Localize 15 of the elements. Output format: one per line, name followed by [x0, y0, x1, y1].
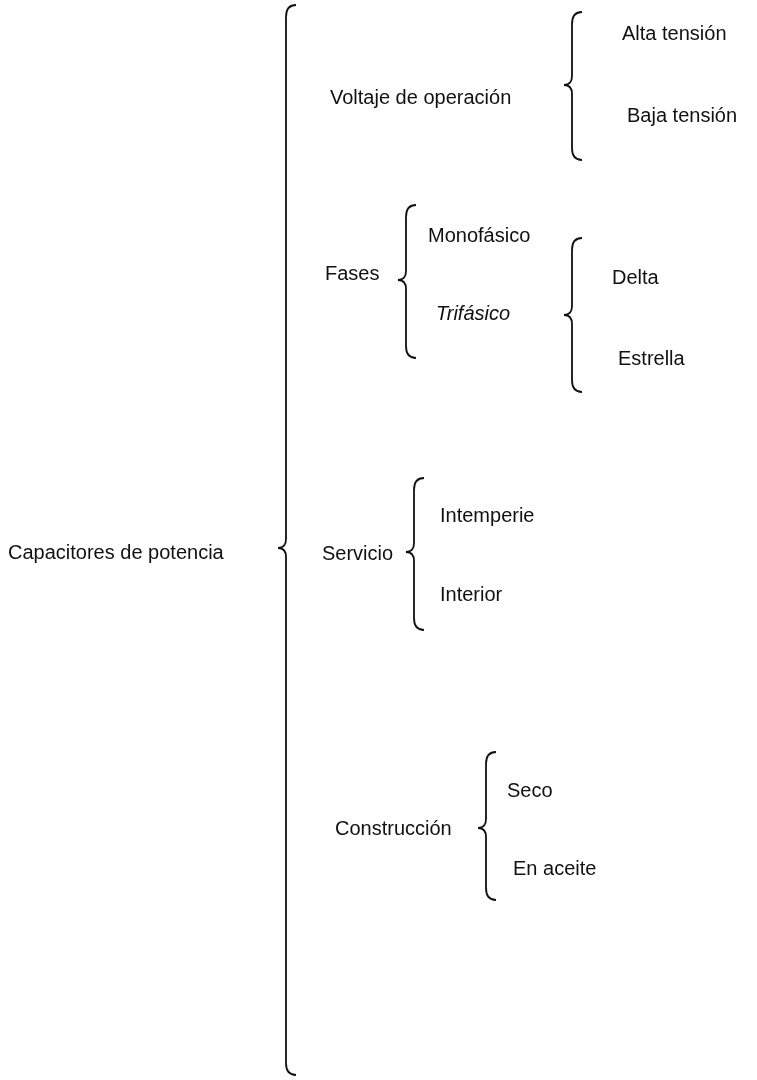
category-label: Trifásico [436, 301, 511, 325]
category-label: Seco [507, 778, 553, 802]
category-label: Fases [325, 261, 380, 285]
category-label: Intemperie [440, 503, 535, 527]
category-label: Alta tensión [622, 21, 727, 45]
category-label: Delta [612, 265, 659, 289]
category-label: Capacitores de potencia [8, 540, 224, 564]
category-label: Monofásico [428, 223, 531, 247]
category-label: Estrella [618, 346, 685, 370]
category-label: Baja tensión [627, 103, 738, 127]
category-label: Servicio [322, 541, 394, 565]
category-label: Construcción [335, 816, 452, 840]
category-label: En aceite [513, 856, 597, 880]
category-label: Voltaje de operación [330, 85, 512, 109]
category-label: Interior [440, 582, 503, 606]
